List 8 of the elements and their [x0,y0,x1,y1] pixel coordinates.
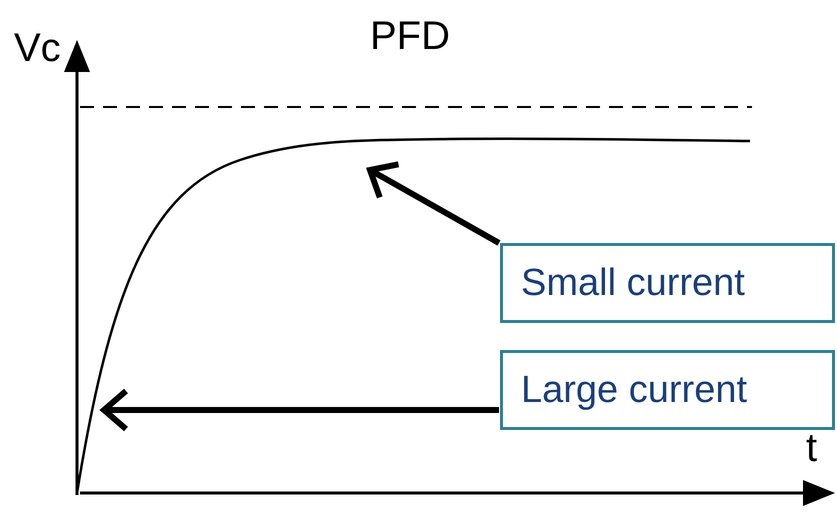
response-curve [76,137,750,494]
axis-label: Vc [14,28,61,68]
callout-box: Small current [500,243,835,323]
axis-label: t [806,428,818,468]
leader-arrow [367,161,500,246]
callout-box: Large current [500,350,835,430]
chart-title: PFD [370,16,450,56]
leader-arrow [101,388,499,432]
